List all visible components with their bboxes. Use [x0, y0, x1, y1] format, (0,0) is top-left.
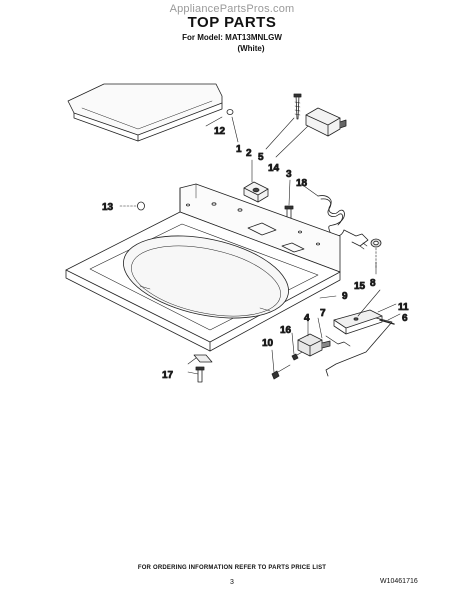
callout-12: 12 [214, 126, 226, 137]
leader-lines [187, 116, 401, 375]
callout-6: 6 [402, 313, 408, 324]
callout-10: 10 [262, 338, 274, 349]
color-label: (White) [237, 44, 265, 53]
callout-9: 9 [342, 291, 348, 302]
page-number: 3 [230, 579, 234, 586]
hinge-bracket-part [333, 309, 383, 335]
page-title: TOP PARTS [187, 14, 277, 31]
switch-part-4 [297, 333, 331, 357]
actuator-rod-part [325, 317, 395, 377]
callout-3: 3 [286, 169, 292, 180]
callout-4: 4 [304, 313, 310, 324]
callout-14: 14 [268, 163, 280, 174]
hinge-part [193, 354, 213, 383]
ordering-note: FOR ORDERING INFORMATION REFER TO PARTS … [137, 565, 327, 571]
callout-16: 16 [280, 325, 292, 336]
callout-15: 15 [354, 281, 366, 292]
actuator-part-7 [325, 335, 351, 347]
callout-1: 1 [236, 144, 242, 155]
watermark: AppliancePartsPros.com [169, 3, 295, 15]
document-part-code: W10461716 [380, 578, 418, 585]
callout-11: 11 [398, 302, 409, 313]
screw-part-10 [271, 364, 291, 380]
callout-7: 7 [320, 308, 326, 319]
callout-17: 17 [162, 370, 174, 381]
strain-relief-part [370, 238, 382, 269]
clip-part-2 [243, 181, 269, 203]
lid-switch-part [305, 107, 347, 137]
top-panel-part [65, 183, 341, 352]
callout-13: 13 [102, 202, 114, 213]
callout-8: 8 [370, 278, 376, 289]
callout-18: 18 [296, 178, 308, 189]
callout-5: 5 [258, 152, 264, 163]
bumper-part-13 [119, 201, 145, 211]
callout-2: 2 [246, 148, 252, 159]
model-label: For Model: MAT13MNLGW [182, 33, 282, 42]
bumper-part-1 [226, 109, 234, 115]
screw-part-5 [293, 93, 302, 120]
lid-part [67, 83, 223, 142]
screw-part-16 [291, 350, 305, 361]
